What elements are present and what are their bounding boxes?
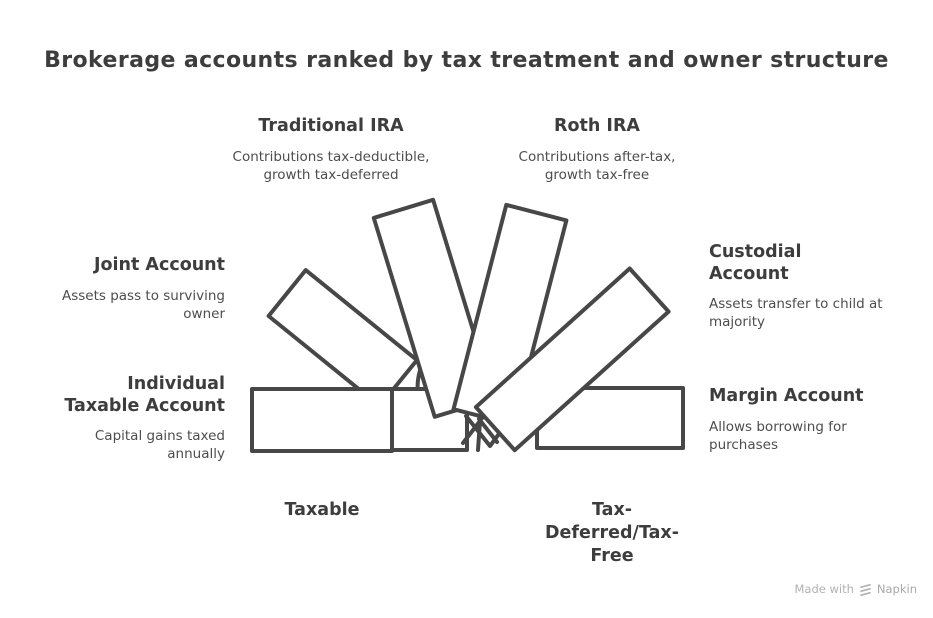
node-margin-account: Margin Account Allows borrowing for purc… <box>709 386 909 455</box>
individual-taxable-account-description: Capital gains taxed annually <box>94 427 225 462</box>
joint-account-label: Joint Account <box>93 255 225 275</box>
joint-account-description: Assets pass to surviving owner <box>61 287 225 322</box>
custodial-account-description: Assets transfer to child at majority <box>709 295 883 330</box>
group-label-taxable: Taxable <box>284 500 360 520</box>
node-roth-ira: Roth IRA Contributions after-tax, growth… <box>447 116 747 185</box>
watermark-prefix: Made with <box>794 582 854 596</box>
traditional-ira-description: Contributions tax-deductible, growth tax… <box>232 148 430 183</box>
node-individual-taxable-account: Individual Taxable Account Capital gains… <box>60 374 225 463</box>
card-shape-individual-taxable-account <box>250 387 394 453</box>
page-title: Brokerage accounts ranked by tax treatme… <box>44 48 889 73</box>
roth-ira-description: Contributions after-tax, growth tax-free <box>518 148 676 183</box>
card-shape-custodial-account <box>473 266 671 453</box>
node-joint-account: Joint Account Assets pass to surviving o… <box>25 255 225 324</box>
watermark: Made with Napkin <box>795 582 918 596</box>
card-shape-joint-account <box>266 268 419 408</box>
group-label-tax-deferred: Tax-Deferred/Tax-Free <box>545 500 679 566</box>
custodial-account-label: Custodial Account <box>709 242 802 284</box>
napkin-logo-icon <box>860 583 871 596</box>
node-traditional-ira: Traditional IRA Contributions tax-deduct… <box>181 116 481 185</box>
node-custodial-account: Custodial Account Assets transfer to chi… <box>709 242 909 331</box>
traditional-ira-label: Traditional IRA <box>258 116 404 136</box>
individual-taxable-account-label: Individual Taxable Account <box>64 374 225 416</box>
fan-center-scribble <box>461 382 523 452</box>
margin-account-description: Allows borrowing for purchases <box>709 418 847 453</box>
roth-ira-label: Roth IRA <box>554 116 640 136</box>
margin-account-label: Margin Account <box>709 386 864 406</box>
watermark-brand: Napkin <box>876 582 917 596</box>
